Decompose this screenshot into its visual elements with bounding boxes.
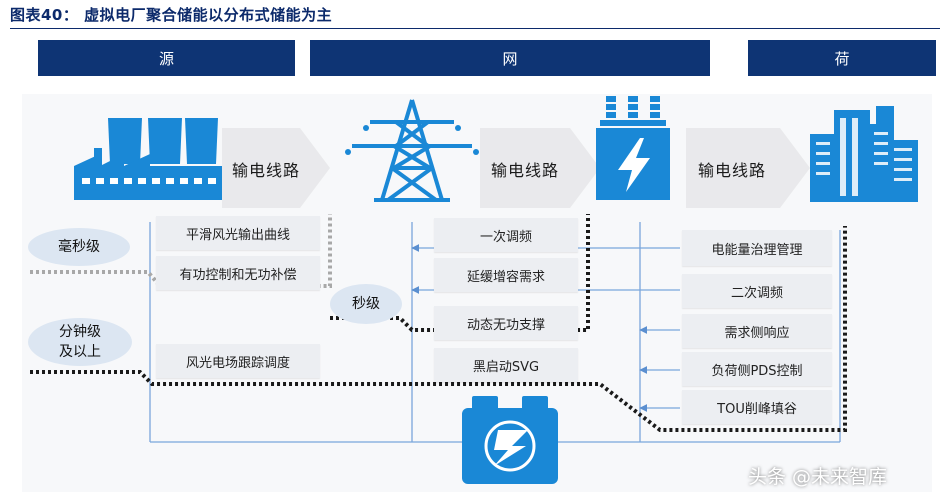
boundary-minute <box>30 226 847 432</box>
grid-function-box: 黑启动SVG <box>434 348 578 382</box>
time-scale-minute-line1: 分钟级 <box>59 324 101 340</box>
source-function-box: 风光电场跟踪调度 <box>156 344 320 378</box>
transmission-line-label-3: 输电线路 <box>698 161 767 180</box>
load-function-box: 负荷侧PDS控制 <box>682 352 832 386</box>
factory-icon <box>74 118 222 200</box>
transmission-line-label-2: 输电线路 <box>491 161 560 180</box>
boundary-second <box>330 214 590 332</box>
time-scale-second: 秒级 <box>330 284 402 324</box>
boundary-millisecond <box>30 214 332 288</box>
time-scale-millisecond: 毫秒级 <box>28 228 130 266</box>
title-rule <box>10 28 940 29</box>
battery-icon <box>462 396 558 484</box>
figure-title: 图表40： 虚拟电厂聚合储能以分布式储能为主 <box>10 6 333 24</box>
source-function-box: 平滑风光输出曲线 <box>156 216 320 250</box>
transformer-icon <box>596 96 670 200</box>
load-function-box: 电能量治理管理 <box>682 230 832 266</box>
time-scale-minute: 分钟级 及以上 <box>28 318 132 366</box>
header-source: 源 <box>38 40 295 76</box>
load-function-box: 需求侧响应 <box>682 314 832 348</box>
transmission-line-label-1: 输电线路 <box>232 161 301 180</box>
source-function-box: 有功控制和无功补偿 <box>156 256 320 290</box>
transmission-tower-icon <box>352 99 472 202</box>
chevron-arrow <box>222 128 330 208</box>
chevron-arrow <box>686 128 810 208</box>
grid-function-box: 延缓增容需求 <box>434 258 578 292</box>
grid-function-box: 动态无功支撑 <box>434 306 578 340</box>
grid-function-box: 一次调频 <box>434 218 578 252</box>
watermark: 头条 @未来智库 <box>748 466 888 488</box>
header-load: 荷 <box>748 40 936 76</box>
header-grid: 网 <box>310 40 710 76</box>
load-function-box: 二次调频 <box>682 274 832 308</box>
time-scale-minute-line2: 及以上 <box>59 344 101 360</box>
chevron-arrow <box>480 128 600 208</box>
load-function-box: TOU削峰填谷 <box>682 390 832 424</box>
